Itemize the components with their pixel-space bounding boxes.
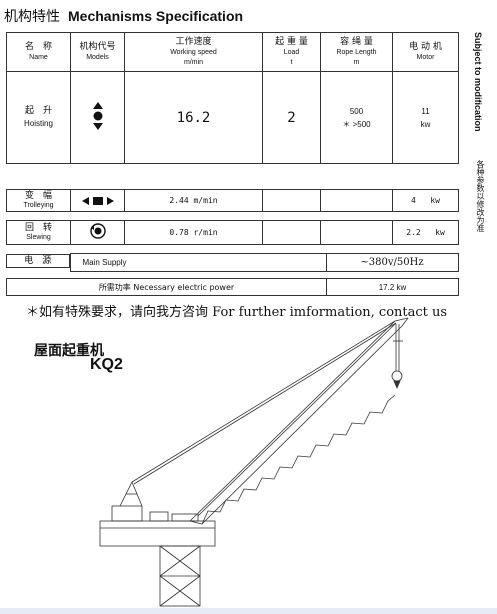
boom — [189, 320, 403, 525]
boom-tip — [393, 317, 409, 371]
hook-block-icon — [391, 370, 403, 390]
side-note-cn: 各种参数以修改为准 — [476, 160, 485, 232]
power-value: 17.2 kw — [326, 278, 459, 296]
title-en: Mechanisms Specification — [68, 8, 244, 24]
model-code: KQ2 — [90, 356, 123, 373]
main-supply-value: ~380v/50Hz — [325, 253, 459, 272]
main-supply-en: Main Supply — [69, 253, 327, 272]
table-row-power: 所需功率 Necessary electric power 17.2 kw — [6, 278, 459, 296]
hoisting-speed: 16.2 — [124, 71, 263, 164]
slewing-symbol-icon — [70, 220, 125, 245]
trolleying-load — [262, 189, 321, 212]
tower-base — [159, 545, 201, 607]
trolleying-motor: 4 kw — [392, 189, 459, 212]
hoisting-symbol-icon — [70, 71, 125, 164]
title-cn: 机构特性 — [4, 9, 60, 25]
power-table: 所需功率 Necessary electric power 17.2 kw — [6, 278, 459, 296]
main-supply-cn: 电 源 — [6, 253, 70, 268]
side-note-en: Subject to modification — [473, 32, 483, 132]
slewing-load — [262, 220, 321, 245]
side-note: Subject to modification 各种参数以修改为准 — [473, 32, 495, 268]
power-label: 所需功率 Necessary electric power — [6, 278, 327, 296]
table-row-main-supply: 电 源 Main Supply ~380v/50Hz — [6, 253, 459, 272]
trolleying-rope — [320, 189, 393, 212]
a-frame — [119, 481, 143, 507]
section-title: 机构特性 Mechanisms Specification — [4, 6, 243, 28]
slewing-platform — [99, 505, 216, 547]
model-name-cn: 屋面起重机 — [34, 343, 104, 359]
slewing-motor: 2.2 kw — [392, 220, 459, 245]
contact-info-line: ＊如有特殊要求，请向我方咨询 For further imformation, … — [26, 305, 448, 320]
slewing-rope — [320, 220, 393, 245]
hoisting-rope: 500＊ >500 — [320, 71, 393, 164]
trolley-arrows-icon — [70, 189, 125, 212]
main-supply-table: 电 源 Main Supply ~380v/50Hz — [6, 253, 459, 272]
hoisting-load: 2 — [262, 71, 321, 164]
trolleying-speed: 2.44 m/min — [124, 189, 263, 212]
crane-drawing — [99, 317, 409, 607]
bottom-strip — [0, 608, 497, 614]
slewing-speed: 0.78 r/min — [124, 220, 263, 245]
ropes — [131, 320, 397, 517]
